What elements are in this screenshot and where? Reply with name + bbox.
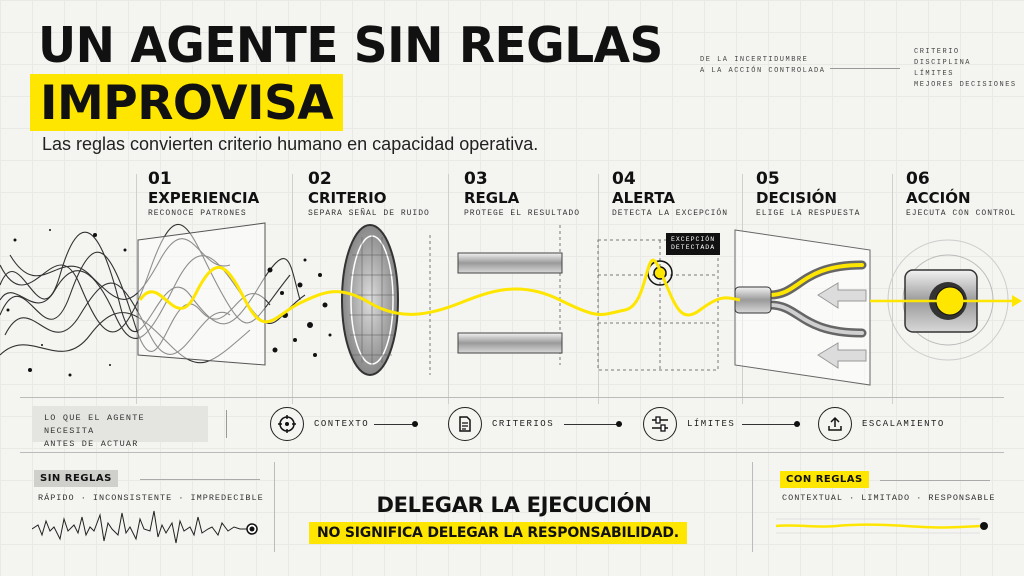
needs-label-line-2: ANTES DE ACTUAR <box>44 439 139 449</box>
connector-line <box>564 424 622 425</box>
step-name: REGLA <box>464 189 520 207</box>
step-number: 01 <box>148 169 172 189</box>
bottom-separator <box>274 462 275 552</box>
tag-line <box>880 480 990 481</box>
decision-pipes <box>765 260 867 338</box>
need-criterios: CRITERIOS <box>448 407 554 441</box>
connector-line <box>742 424 800 425</box>
erratic-signal-chart <box>32 510 258 544</box>
title-line-1: UN AGENTE SIN REGLAS <box>38 16 663 75</box>
need-escalamiento: ESCALAMIENTO <box>818 407 945 441</box>
arrow-left-icon <box>817 282 867 309</box>
need-label: LÍMITES <box>687 419 736 429</box>
arrow-left-icon <box>817 342 867 369</box>
document-icon <box>448 407 482 441</box>
alert-frame <box>597 239 719 371</box>
meta-right: CRITERIO DISCIPLINA LÍMITES MEJORES DECI… <box>914 47 1017 91</box>
step-desc: EJECUTA CON CONTROL <box>906 209 1017 218</box>
step-number: 04 <box>612 169 636 189</box>
step-divider <box>292 174 293 404</box>
needs-label: LO QUE EL AGENTE NECESITA ANTES DE ACTUA… <box>32 406 208 449</box>
meta-right-item: MEJORES DECISIONES <box>914 81 1017 89</box>
step-desc: ELIGE LA RESPUESTA <box>756 209 861 218</box>
alert-badge-line-1: EXCEPCIÓN <box>671 236 716 243</box>
meta-right-item: CRITERIO <box>914 48 960 56</box>
connector-dot <box>794 421 800 427</box>
step-name: ALERTA <box>612 189 675 207</box>
alert-badge: EXCEPCIÓN DETECTADA <box>666 233 721 255</box>
step-divider <box>892 174 893 404</box>
process-illustration <box>0 222 1022 386</box>
need-label: ESCALAMIENTO <box>862 419 945 429</box>
bottom-separator <box>752 462 753 552</box>
connector-dot <box>616 421 622 427</box>
step-desc: SEPARA SEÑAL DE RUIDO <box>308 209 430 218</box>
step-06-accion: 06 ACCIÓN EJECUTA CON CONTROL <box>906 170 1016 218</box>
connector-dot <box>412 421 418 427</box>
controlled-signal-chart <box>776 518 988 534</box>
meta-left-line-2: A LA ACCIÓN CONTROLADA <box>700 67 826 75</box>
rule-rail-top <box>457 252 563 274</box>
upload-icon <box>818 407 852 441</box>
step-number: 05 <box>756 169 780 189</box>
needs-label-line-1: LO QUE EL AGENTE NECESITA <box>44 413 145 436</box>
rule-rail-bottom <box>457 332 563 354</box>
need-contexto: CONTEXTO <box>270 407 369 441</box>
tag-line <box>140 479 260 480</box>
meta-left: DE LA INCERTIDUMBRE A LA ACCIÓN CONTROLA… <box>700 55 825 77</box>
tag-sin-reglas: SIN REGLAS <box>34 470 118 487</box>
step-name: EXPERIENCIA <box>148 189 260 207</box>
step-name: CRITERIO <box>308 189 387 207</box>
meta-divider <box>830 68 900 69</box>
needs-bar-top-line <box>20 397 1004 398</box>
needs-separator <box>226 410 227 438</box>
alert-badge-line-2: DETECTADA <box>671 244 716 251</box>
step-02-criterio: 02 CRITERIO SEPARA SEÑAL DE RUIDO <box>308 170 430 218</box>
sliders-icon <box>643 407 677 441</box>
bottom-highlight: NO SIGNIFICA DELEGAR LA RESPONSABILIDAD. <box>309 522 687 544</box>
step-number: 03 <box>464 169 488 189</box>
need-limites: LÍMITES <box>643 407 735 441</box>
target-icon <box>270 407 304 441</box>
glass-pane <box>137 222 266 366</box>
meta-right-item: LÍMITES <box>914 70 954 78</box>
bottom-headline: DELEGAR LA EJECUCIÓN <box>376 493 652 517</box>
noise-waves <box>0 223 306 364</box>
title-line-2-highlight: IMPROVISA <box>30 74 344 131</box>
signal-path <box>138 258 741 324</box>
step-desc: PROTEGE EL RESULTADO <box>464 209 581 218</box>
step-03-regla: 03 REGLA PROTEGE EL RESULTADO <box>464 170 580 218</box>
step-desc: DETECTA LA EXCEPCIÓN <box>612 209 729 218</box>
step-04-alerta: 04 ALERTA DETECTA LA EXCEPCIÓN <box>612 170 728 218</box>
step-number: 02 <box>308 169 332 189</box>
step-desc: RECONOCE PATRONES <box>148 209 247 218</box>
meta-left-line-1: DE LA INCERTIDUMBRE <box>700 56 809 64</box>
needs-bar-bottom-line <box>20 452 1004 453</box>
noise-dots <box>6 229 332 377</box>
step-name: DECISIÓN <box>756 189 837 207</box>
meta-right-item: DISCIPLINA <box>914 59 972 67</box>
step-divider <box>448 174 449 404</box>
tag-con-reglas: CON REGLAS <box>780 471 869 488</box>
step-divider <box>136 174 137 404</box>
step-05-decision: 05 DECISIÓN ELIGE LA RESPUESTA <box>756 170 860 218</box>
step-01-experiencia: 01 EXPERIENCIA RECONOCE PATRONES <box>148 170 259 218</box>
step-number: 06 <box>906 169 930 189</box>
arrow-right-icon <box>1012 295 1022 307</box>
connector-line <box>374 424 418 425</box>
subtitle: Las reglas convierten criterio humano en… <box>42 134 539 154</box>
pipe-junction <box>734 286 772 314</box>
need-label: CRITERIOS <box>492 419 555 429</box>
filter-icon <box>341 224 399 376</box>
con-reglas-desc: CONTEXTUAL · LIMITADO · RESPONSABLE <box>782 493 996 503</box>
sin-reglas-desc: RÁPIDO · INCONSISTENTE · IMPREDECIBLE <box>38 493 264 503</box>
need-label: CONTEXTO <box>314 419 370 429</box>
step-name: ACCIÓN <box>906 189 971 207</box>
